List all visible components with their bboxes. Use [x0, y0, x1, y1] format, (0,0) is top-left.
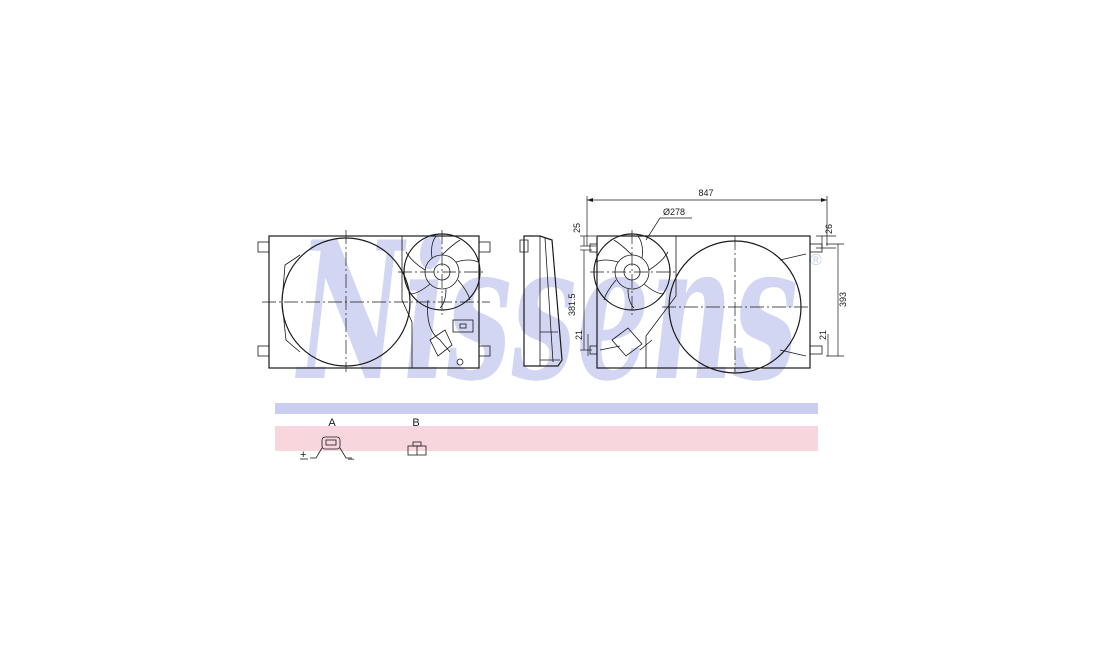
front-fan-blades — [595, 235, 669, 309]
rear-fan-blades — [405, 235, 479, 309]
connector-a-label: A — [328, 417, 336, 429]
connector-a-plus: + — [300, 449, 306, 461]
watermark-band-bottom — [275, 426, 818, 451]
watermark-text: Nissens — [294, 200, 798, 423]
rear-view — [257, 230, 491, 372]
connector-b-label: B — [412, 417, 419, 429]
dimension-lines: 847 Ø278 25 381.5 21 26 393 21 — [567, 188, 848, 357]
watermark-registered-mark: ® — [810, 252, 822, 269]
dim-height-left-label: 381.5 — [567, 293, 577, 316]
watermark: Nissens ® — [275, 200, 822, 451]
dim-bottom-offset-left-label: 21 — [574, 330, 584, 340]
watermark-band-top — [275, 403, 818, 414]
front-view — [589, 230, 823, 374]
dim-width-label: 847 — [698, 188, 713, 198]
side-view — [519, 235, 563, 367]
dim-height-right-label: 393 — [838, 292, 848, 307]
connector-b: B — [407, 417, 427, 456]
connector-a-minus: – — [348, 453, 355, 465]
dim-fan-diameter-label: Ø278 — [663, 207, 685, 217]
dim-top-offset-label: 25 — [572, 223, 582, 233]
dim-bottom-offset-right-label: 21 — [818, 330, 828, 340]
connector-a: A + – — [300, 417, 355, 465]
dim-top-offset-right-label: 26 — [824, 224, 834, 234]
